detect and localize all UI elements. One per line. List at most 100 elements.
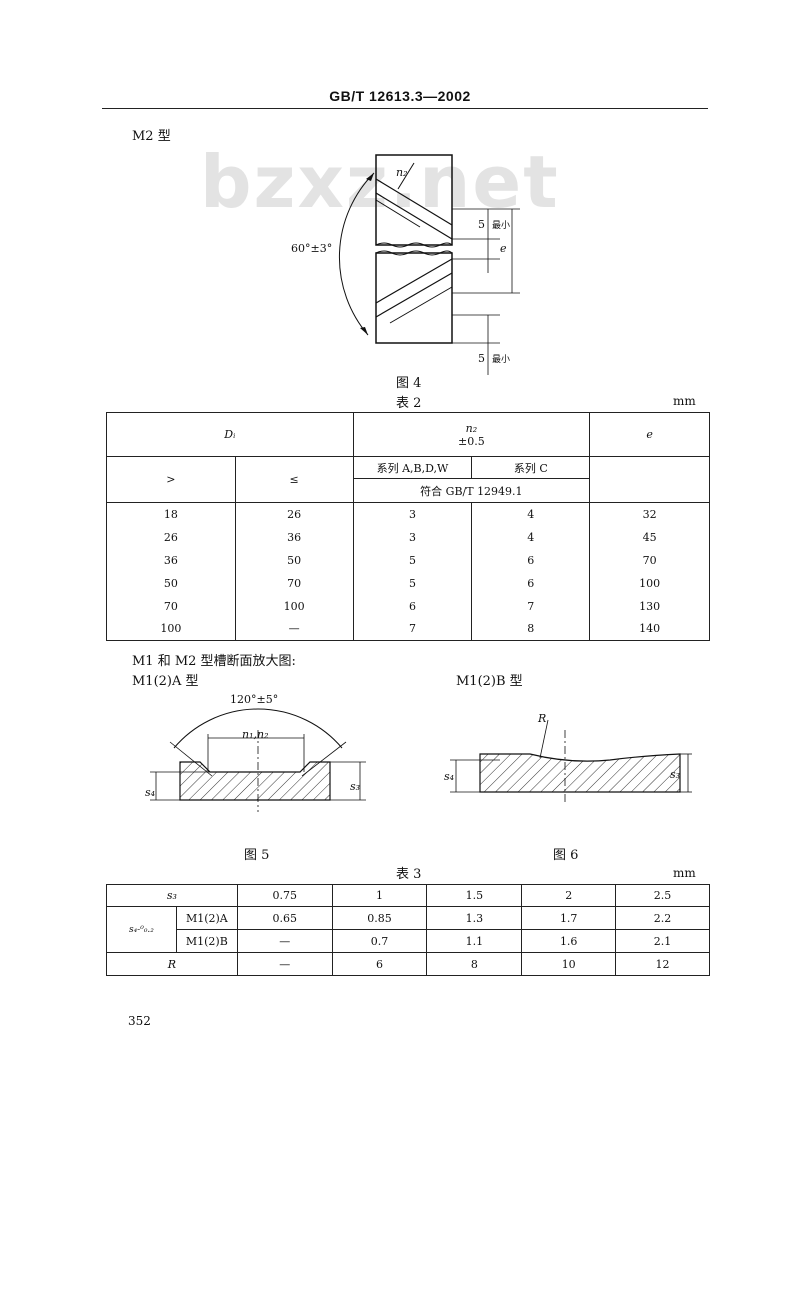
table3-cell: 0.85 <box>331 906 428 930</box>
table2-head-conform: 符合 GB/T 12949.1 <box>352 478 591 503</box>
section-title: M1 和 M2 型槽断面放大图: <box>132 654 296 669</box>
figure5-n-label: n₁,n₂ <box>242 728 269 741</box>
page-number: 352 <box>128 1014 151 1028</box>
table2-cell: 130 <box>589 594 710 618</box>
table3-row-m1a: s₄-⁰₀.₂ M1(2)A 0.65 0.85 1.3 1.7 2.2 <box>106 906 710 953</box>
figure6-r-label: R <box>538 712 547 725</box>
table3-m1a-label: M1(2)A <box>175 906 238 930</box>
table3-cell: 2 <box>521 884 617 907</box>
table2-cell: 3 <box>352 525 473 549</box>
table2-head-series-abdw: 系列 A,B,D,W <box>352 456 473 479</box>
table2-cell: 50 <box>234 548 354 572</box>
table2-cell: 140 <box>589 617 710 641</box>
table2-cell: 18 <box>106 502 236 526</box>
figure4-angle-label: 60°±3° <box>291 242 333 255</box>
table2-cell: 5 <box>352 548 473 572</box>
table2-cell: 70 <box>589 548 710 572</box>
table3-cell: 6 <box>331 952 428 976</box>
table3-cell: 10 <box>521 952 617 976</box>
figure4-n2-label: n₂ <box>396 166 408 179</box>
table2-head-n2-cell: n₂ ±0.5 <box>352 412 591 457</box>
figure5-drawing <box>150 708 366 812</box>
table3-cell: 8 <box>426 952 523 976</box>
table3-cell: 2.1 <box>615 929 710 953</box>
table2-head-series-c: 系列 C <box>471 456 591 479</box>
table2-cell: 4 <box>471 525 591 549</box>
header-rule <box>102 108 708 109</box>
table3-cell: 1.5 <box>426 884 523 907</box>
table2-cell: 36 <box>106 548 236 572</box>
table3-cell: 2.5 <box>615 884 710 907</box>
table2-caption: 表 2 <box>396 396 422 411</box>
table3-cell: 0.65 <box>236 906 333 930</box>
table3-r-label: R <box>106 952 238 976</box>
figure6-s4-label: s₄ <box>444 770 455 783</box>
table3-cell: 1.7 <box>521 906 617 930</box>
figure5-s3-label: s₃ <box>350 780 361 793</box>
table2-cell: 3 <box>352 502 473 526</box>
table2-cell: 5 <box>352 571 473 595</box>
table2-head-le: ≤ <box>234 456 354 503</box>
table3-row-s3: s₃ 0.75 1 1.5 2 2.5 <box>106 884 710 907</box>
table3-cell: 12 <box>615 952 710 976</box>
table3-s4-label: s₄-⁰₀.₂ <box>106 906 177 953</box>
table2-head-di: Dᵢ <box>106 412 354 457</box>
figure4-e-label: e <box>500 242 507 255</box>
table2-head-tol: ±0.5 <box>458 434 485 448</box>
table2-cell: 100 <box>106 617 236 641</box>
table3-cell: 1.3 <box>426 906 523 930</box>
figure6-drawing <box>450 719 692 804</box>
table2-cell: 100 <box>234 594 354 618</box>
table3-cell: 1.6 <box>521 929 617 953</box>
table2-cell: 45 <box>589 525 710 549</box>
figure4-type-label: M2 型 <box>132 129 171 144</box>
table2-cell: 36 <box>234 525 354 549</box>
figure4-drawing <box>339 154 520 375</box>
table3-cell: 1.1 <box>426 929 523 953</box>
section-type-b: M1(2)B 型 <box>456 674 523 689</box>
figure4-min-text-a: 最小 <box>492 221 511 231</box>
figure4-min-text-b: 最小 <box>492 355 511 365</box>
figure6-caption: 图 6 <box>553 848 579 863</box>
figure4-caption: 图 4 <box>396 376 422 391</box>
table2-cell: 26 <box>234 502 354 526</box>
table2-cell: 70 <box>106 594 236 618</box>
figure5-caption: 图 5 <box>244 848 270 863</box>
figure4-min5-a: 5 <box>478 218 485 231</box>
table3-unit: mm <box>673 866 696 880</box>
table2-head-n2: n₂ <box>465 421 478 435</box>
figure4-min5-b: 5 <box>478 352 485 365</box>
figure6-s3-label: s₃ <box>670 768 681 781</box>
table2-cell: 6 <box>471 548 591 572</box>
table2-cell: 100 <box>589 571 710 595</box>
table3-cell: 0.7 <box>331 929 428 953</box>
table3-cell: 2.2 <box>615 906 710 930</box>
table2-head-gt: > <box>106 456 236 503</box>
table2: Dᵢ n₂ ±0.5 e > ≤ 系列 A,B,D,W 系列 C 符合 GB/T… <box>106 412 710 641</box>
table3-s3-label: s₃ <box>106 884 238 907</box>
table2-head-e: e <box>589 412 710 457</box>
table2-cell: 7 <box>471 594 591 618</box>
table2-cell: — <box>234 617 354 641</box>
figure5-angle-label: 120°±5° <box>230 693 279 706</box>
section-type-a: M1(2)A 型 <box>132 674 199 689</box>
table3-cell: — <box>236 929 333 953</box>
table2-cell: 4 <box>471 502 591 526</box>
table2-unit: mm <box>673 394 696 408</box>
table3-row-m1b: M1(2)B — 0.7 1.1 1.6 2.1 <box>107 929 710 953</box>
table2-cell: 6 <box>352 594 473 618</box>
table3-row-r: R — 6 8 10 12 <box>106 952 710 976</box>
watermark: bzxz.net <box>200 140 560 224</box>
table2-cell: 7 <box>352 617 473 641</box>
standard-code: GB/T 12613.3—2002 <box>329 88 471 104</box>
table2-cell: 8 <box>471 617 591 641</box>
table3-cell: 0.75 <box>236 884 333 907</box>
table3-caption: 表 3 <box>396 867 422 882</box>
table2-cell: 32 <box>589 502 710 526</box>
